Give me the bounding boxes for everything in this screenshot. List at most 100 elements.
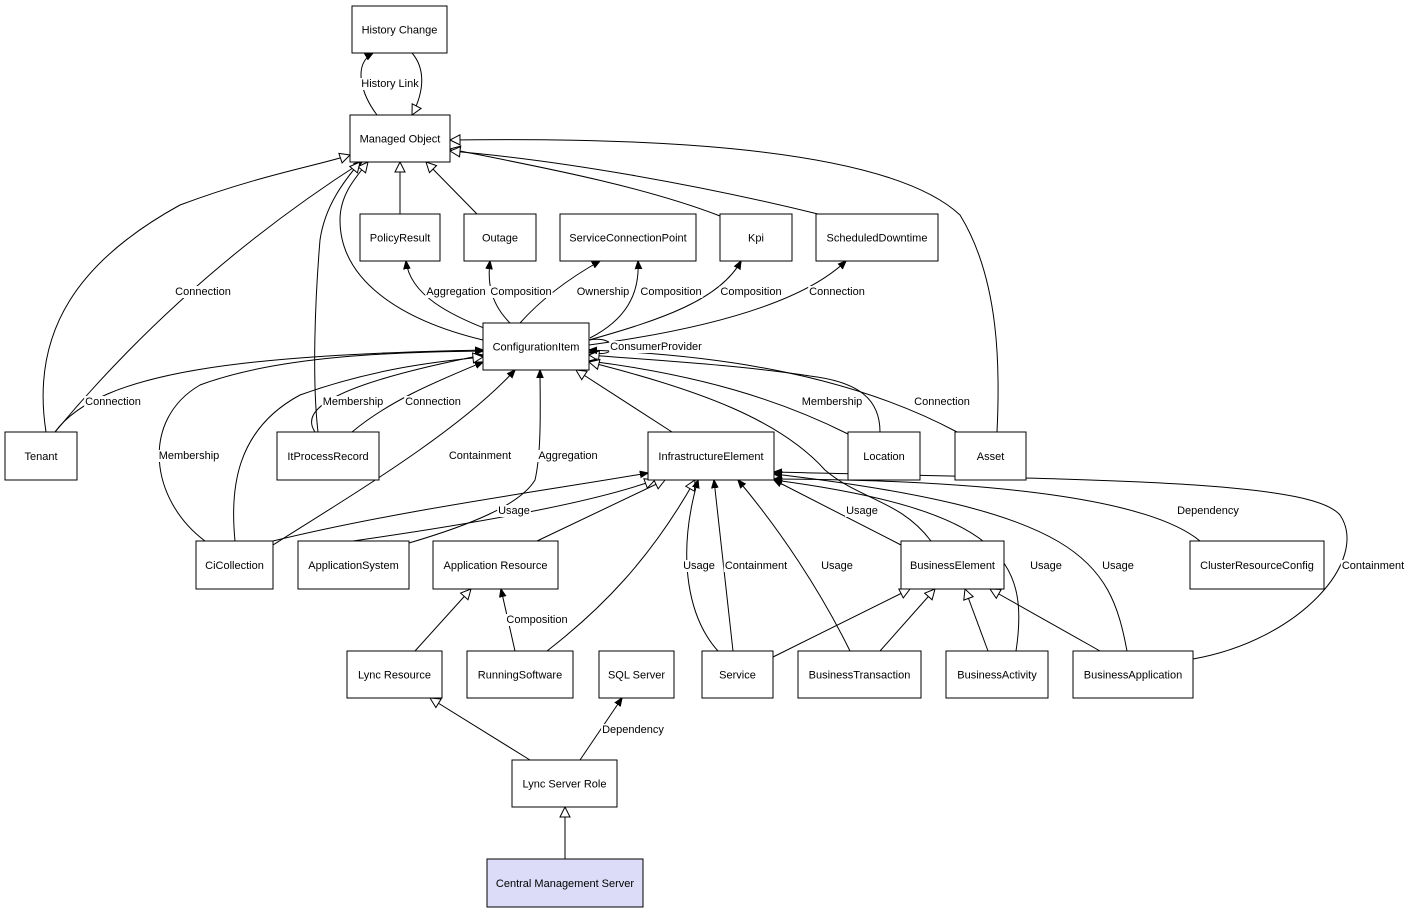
class-label: BusinessActivity: [957, 670, 1037, 682]
class-box: [511, 759, 618, 808]
class-node-business-activity[interactable]: BusinessActivity: [945, 650, 1049, 699]
class-node-lync-server-role[interactable]: Lync Server Role: [511, 759, 618, 808]
class-node-it-process-record[interactable]: ItProcessRecord: [276, 431, 380, 481]
inheritance-edge-it-process-record-to-managed-object: [314, 162, 360, 433]
inheritance-edge-kpi-to-managed-object: [450, 149, 721, 217]
edge-line: [774, 480, 902, 546]
class-node-infrastructure-element[interactable]: InfrastructureElement: [647, 431, 775, 481]
class-label: ItProcessRecord: [287, 451, 368, 463]
class-box: [351, 5, 448, 54]
edge-line: [412, 52, 423, 115]
class-label: RunningSoftware: [478, 670, 562, 682]
class-node-running-software[interactable]: RunningSoftware: [466, 650, 574, 699]
inheritance-edge-application-resource-to-infrastructure-element: [536, 480, 665, 542]
edge-label: Connection: [914, 396, 970, 408]
class-node-service-connection-point[interactable]: ServiceConnectionPoint: [559, 213, 697, 262]
edge-label: Usage: [821, 560, 853, 572]
edge-label: Composition: [506, 614, 567, 626]
class-label: Managed Object: [360, 134, 441, 146]
edge-label-background: [808, 286, 866, 298]
class-box: [701, 650, 774, 699]
association-edge-configuration-item-to-service-connection-point: [589, 261, 638, 339]
edge-line: [519, 261, 600, 324]
class-node-location[interactable]: Location: [847, 431, 921, 481]
edge-label: History Link: [361, 78, 419, 90]
edge-line: [450, 140, 999, 433]
association-edge-configuration-item-to-kpi: [588, 261, 741, 341]
association-edge-ci-collection-to-configuration-item: [158, 351, 483, 542]
class-node-tenant[interactable]: Tenant: [4, 431, 78, 481]
edge-label: Connection: [405, 396, 461, 408]
class-node-asset[interactable]: Asset: [954, 431, 1027, 481]
edge-line: [686, 480, 719, 652]
class-label: Application Resource: [444, 560, 548, 572]
association-edge-configuration-item-to-scheduled-downtime: [588, 261, 846, 346]
inheritance-edge-history-change-to-managed-object: [412, 52, 423, 115]
association-edge-business-transaction-to-infrastructure-element: [738, 480, 851, 652]
edge-label: Usage: [683, 560, 715, 572]
class-node-business-application[interactable]: BusinessApplication: [1072, 650, 1194, 699]
class-label: InfrastructureElement: [658, 451, 763, 463]
association-edge-application-system-to-configuration-item: [408, 370, 540, 544]
association-edge-ci-collection-to-configuration-item: [272, 370, 515, 546]
class-box: [815, 213, 939, 262]
class-node-kpi[interactable]: Kpi: [719, 213, 793, 262]
class-node-sql-server[interactable]: SQL Server: [598, 650, 675, 699]
edge-line: [772, 589, 910, 658]
inheritance-edge-application-system-to-infrastructure-element: [352, 480, 655, 542]
inheritance-edge-outage-to-managed-object: [426, 162, 478, 215]
class-node-policy-result[interactable]: PolicyResult: [359, 213, 441, 262]
class-label: ServiceConnectionPoint: [569, 233, 686, 245]
class-node-central-management-server[interactable]: Central Management Server: [486, 858, 644, 908]
edge-label-background: [505, 614, 569, 626]
association-edge-business-element-to-infrastructure-element: [774, 480, 902, 546]
edge-line: [426, 162, 478, 215]
class-box: [359, 213, 441, 262]
class-box: [719, 213, 793, 262]
edge-label-background: [447, 450, 513, 462]
edge-label: Aggregation: [538, 450, 597, 462]
inheritance-edge-business-transaction-to-business-element: [879, 589, 935, 652]
edge-line: [579, 698, 622, 761]
class-node-configuration-item[interactable]: ConfigurationItem: [482, 322, 590, 371]
edge-line: [450, 149, 721, 217]
edge-label: Composition: [720, 286, 781, 298]
edge-line: [272, 370, 515, 546]
edge-line: [588, 261, 846, 346]
class-box: [847, 431, 921, 481]
class-box: [195, 540, 274, 590]
class-label: ClusterResourceConfig: [1200, 560, 1314, 572]
class-label: ScheduledDowntime: [827, 233, 928, 245]
inheritance-edge-lync-resource-to-application-resource: [414, 589, 471, 652]
edge-label-background: [913, 396, 971, 408]
class-node-lync-resource[interactable]: Lync Resource: [346, 650, 443, 699]
edge-line: [430, 698, 531, 761]
class-node-ci-collection[interactable]: CiCollection: [195, 540, 274, 590]
edge-label-background: [719, 286, 783, 298]
class-node-scheduled-downtime[interactable]: ScheduledDowntime: [815, 213, 939, 262]
edge-label-background: [639, 286, 703, 298]
edge-label-background: [489, 286, 553, 298]
edge-line: [450, 151, 819, 215]
edge-line: [352, 480, 655, 542]
edge-line: [965, 589, 989, 652]
edge-label: Composition: [490, 286, 551, 298]
inheritance-edge-location-to-configuration-item: [589, 355, 881, 433]
class-node-cluster-resource-config[interactable]: ClusterResourceConfig: [1189, 540, 1325, 590]
edge-line: [233, 357, 483, 542]
class-label: Outage: [482, 233, 518, 245]
edge-line: [990, 589, 1101, 652]
class-node-application-resource[interactable]: Application Resource: [432, 540, 559, 590]
edge-line: [314, 162, 360, 433]
class-node-managed-object[interactable]: Managed Object: [349, 114, 451, 163]
class-node-business-element[interactable]: BusinessElement: [900, 540, 1005, 590]
inheritance-edge-service-to-business-element: [772, 589, 910, 658]
class-node-service[interactable]: Service: [701, 650, 774, 699]
association-edge-it-process-record-to-configuration-item: [311, 355, 483, 433]
class-node-history-change[interactable]: History Change: [351, 5, 448, 54]
class-node-outage[interactable]: Outage: [463, 213, 537, 262]
edge-label: Usage: [846, 505, 878, 517]
class-label: Asset: [977, 451, 1005, 463]
class-node-business-transaction[interactable]: BusinessTransaction: [797, 650, 922, 699]
class-node-application-system[interactable]: ApplicationSystem: [297, 540, 410, 590]
